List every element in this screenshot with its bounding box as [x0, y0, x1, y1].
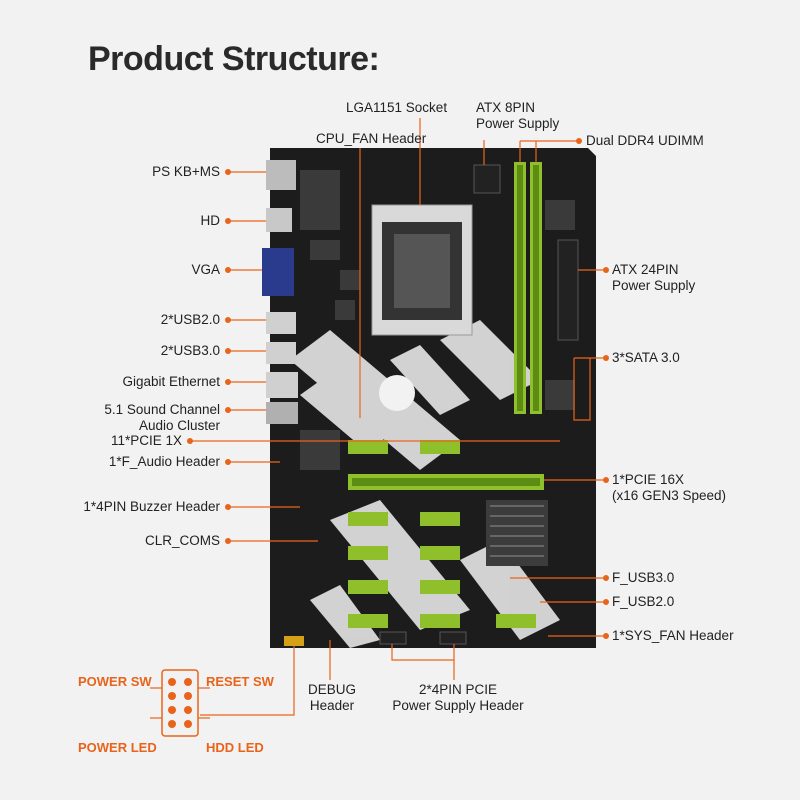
label-pcie-16x: 1*PCIE 16X (x16 GEN3 Speed): [612, 472, 726, 504]
label-ps-kb-ms: PS KB+MS: [152, 164, 220, 179]
label-power-led: POWER LED: [78, 740, 157, 755]
label-atx24-line1: ATX 24PIN: [612, 262, 679, 277]
cpu-socket: [371, 204, 473, 336]
label-debug-header: DEBUG Header: [300, 682, 364, 714]
label-f-usb30: F_USB3.0: [612, 570, 675, 585]
label-pcie-1x: 11*PCIE 1X: [110, 433, 182, 448]
label-f-audio: 1*F_Audio Header: [108, 454, 220, 469]
label-usb20: 2*USB2.0: [160, 312, 220, 327]
atx-8pin-connector: [473, 164, 501, 194]
label-sys-fan: 1*SYS_FAN Header: [612, 628, 734, 643]
chipset-heatsink: [486, 500, 548, 566]
leader-dots: [187, 138, 609, 639]
rear-io: [262, 160, 298, 424]
label-power-sw: POWER SW: [78, 674, 152, 689]
label-debug-line2: Header: [309, 698, 355, 713]
label-atx8-line1: ATX 8PIN: [476, 100, 536, 115]
label-usb30: 2*USB3.0: [160, 343, 220, 358]
label-lga1151: LGA1151 Socket: [346, 100, 448, 115]
label-cpu-fan: CPU_FAN Header: [316, 131, 427, 146]
label-sound-line1: 5.1 Sound Channel: [104, 402, 220, 417]
label-sound-cluster: 5.1 Sound Channel Audio Cluster: [104, 402, 220, 434]
label-sound-line2: Audio Cluster: [138, 418, 220, 433]
label-pcie4-line1: 2*4PIN PCIE: [418, 682, 498, 697]
ram-slots: [514, 162, 542, 414]
label-f-usb20: F_USB2.0: [612, 594, 675, 609]
label-hdd-led: HDD LED: [206, 740, 264, 755]
label-atx24-line2: Power Supply: [612, 278, 696, 293]
label-atx-8pin: ATX 8PIN Power Supply: [476, 100, 559, 132]
label-ddr4: Dual DDR4 UDIMM: [586, 133, 704, 148]
label-pcie4-line2: Power Supply Header: [392, 698, 524, 713]
label-debug-line1: DEBUG: [307, 682, 356, 697]
leader-lines: [190, 118, 606, 716]
label-atx8-line2: Power Supply: [476, 116, 560, 131]
label-hd: HD: [200, 213, 221, 228]
label-atx-24pin: ATX 24PIN Power Supply: [612, 262, 695, 294]
page-title: Product Structure:: [88, 40, 380, 78]
front-panel-header: [284, 636, 304, 646]
label-pcie16-line1: 1*PCIE 16X: [612, 472, 685, 487]
pcie-16x-slot-inner: [352, 478, 540, 486]
label-pcie16-line2: (x16 GEN3 Speed): [612, 488, 727, 503]
label-pcie-4pin: 2*4PIN PCIE Power Supply Header: [378, 682, 538, 714]
atx-24pin-connector: [557, 239, 579, 341]
front-panel-pin-diagram: [150, 669, 210, 737]
pcie-1x-slots: [348, 440, 536, 628]
label-gigabit-ethernet: Gigabit Ethernet: [122, 374, 220, 389]
label-reset-sw: RESET SW: [206, 674, 274, 689]
label-vga: VGA: [191, 262, 220, 277]
label-sata: 3*SATA 3.0: [612, 350, 680, 365]
label-clr-coms: CLR_COMS: [144, 533, 220, 548]
label-buzzer: 1*4PIN Buzzer Header: [83, 499, 220, 514]
pcie-4pin-header-2: [439, 631, 467, 645]
pcie-4pin-header-1: [379, 631, 407, 645]
